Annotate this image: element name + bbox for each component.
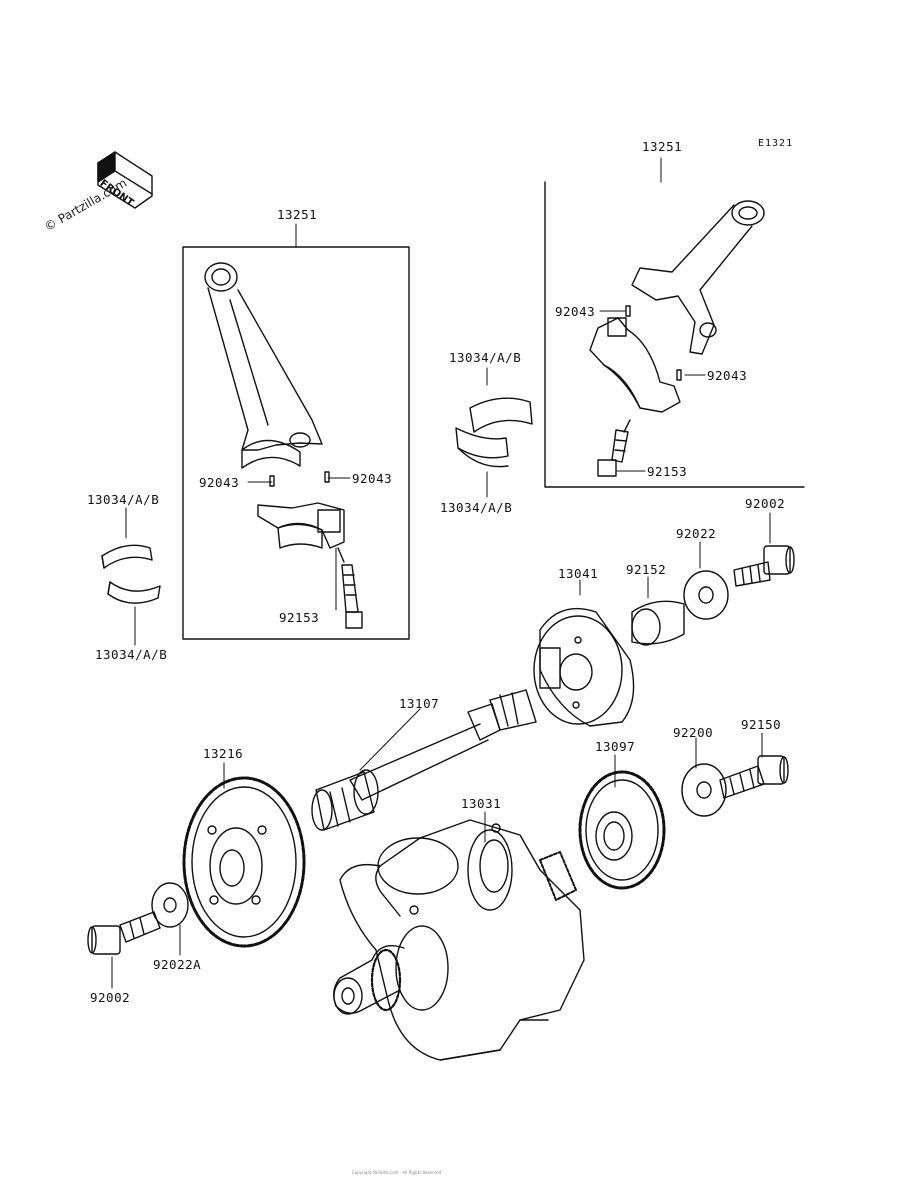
label-92002-left: 92002 [90,990,131,1005]
shaft-13107 [311,689,537,831]
crankshaft-13031 [333,819,585,1061]
label-13034-top-mid: 13034/A/B [449,350,522,365]
bearing-shells-left [101,544,161,604]
label-92043-right-b: 92043 [707,368,748,383]
label-92150: 92150 [741,717,782,732]
washer-92022 [683,570,729,620]
bearing-shells-middle [455,397,533,468]
label-92002-right: 92002 [745,496,786,511]
washer-92022A [151,882,189,928]
label-92153-right: 92153 [647,464,688,479]
copyright-text: Copyright Partzilla.com - All Rights Res… [352,1170,442,1175]
label-13034-bottom-left: 13034/A/B [95,647,168,662]
label-13251-right: 13251 [642,139,683,154]
label-13041: 13041 [558,566,599,581]
dowel-pins-left [269,471,330,487]
rotor-13041 [533,607,635,727]
gear-13216 [182,776,306,948]
label-92043-left-b: 92043 [352,471,393,486]
connecting-rod-left [204,262,323,469]
diagram-reference: E1321 [758,138,794,149]
rod-bolt-right [597,419,631,477]
label-92022A: 92022A [153,957,202,972]
leader-lines [111,157,771,989]
connecting-rod-right [631,200,765,355]
label-92022: 92022 [676,526,717,541]
label-92043-left-a: 92043 [199,475,240,490]
label-13097: 13097 [595,739,636,754]
collar-92152 [631,600,685,646]
flange-bolt-right [733,545,795,587]
dowel-pins-right [625,305,682,381]
rod-bolt-left [337,547,363,629]
front-arrow-icon [97,151,153,209]
label-92200: 92200 [673,725,714,740]
label-92153-left: 92153 [279,610,320,625]
flange-bolt-left [87,911,161,955]
label-92043-right-a: 92043 [555,304,596,319]
label-13034-bottom-mid: 13034/A/B [440,500,513,515]
gear-13097 [578,770,666,890]
label-13034-top-left: 13034/A/B [87,492,160,507]
label-92152: 92152 [626,562,667,577]
rod-cap-left [257,502,345,549]
right-connecting-rod-box [544,181,805,488]
flange-bolt-92150 [719,755,789,799]
rod-cap-right [589,317,681,413]
label-13031: 13031 [461,796,502,811]
washer-92200 [681,763,727,817]
label-13216: 13216 [203,746,244,761]
label-13251-left: 13251 [277,207,318,222]
label-13107: 13107 [399,696,440,711]
